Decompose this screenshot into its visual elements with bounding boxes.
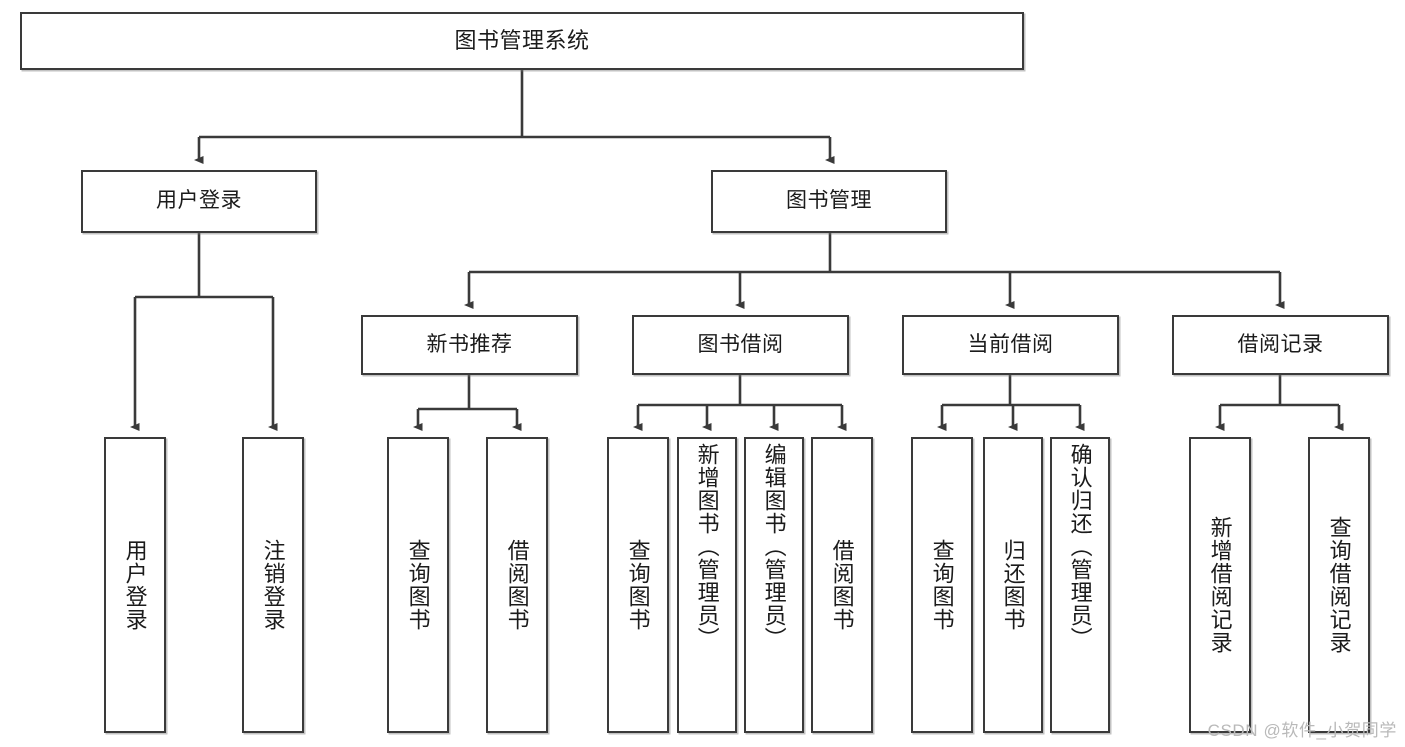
node-leaf-borrow-book-2-label: 借阅图书: [829, 539, 855, 631]
node-leaf-query-book-3[interactable]: 查询图书: [911, 437, 973, 733]
node-leaf-return-book-label: 归还图书: [1000, 539, 1026, 631]
node-leaf-return-book[interactable]: 归还图书: [983, 437, 1043, 733]
node-leaf-add-book[interactable]: 新增图书（管理员）: [677, 437, 737, 733]
node-root-label: 图书管理系统: [454, 28, 590, 54]
node-leaf-add-record-label: 新增借阅记录: [1207, 516, 1233, 654]
node-book-manage-label: 图书管理: [786, 189, 872, 213]
csdn-watermark: CSDN @软件_小贺同学: [1207, 721, 1397, 740]
node-leaf-query-book-2[interactable]: 查询图书: [607, 437, 669, 733]
node-new-book-recommend-label: 新书推荐: [426, 332, 513, 356]
node-leaf-add-book-label: 新增图书（管理员）: [694, 443, 720, 650]
node-leaf-edit-book-label: 编辑图书（管理员）: [761, 443, 787, 650]
node-leaf-borrow-book-1[interactable]: 借阅图书: [486, 437, 548, 733]
node-borrow-record-label: 借阅记录: [1237, 332, 1324, 356]
node-leaf-query-record-label: 查询借阅记录: [1326, 516, 1352, 654]
node-root[interactable]: 图书管理系统: [20, 12, 1024, 70]
node-user-login-label: 用户登录: [156, 189, 242, 213]
node-borrow-record[interactable]: 借阅记录: [1172, 315, 1389, 375]
node-leaf-user-login-label: 用户登录: [122, 539, 148, 631]
node-leaf-borrow-book-2[interactable]: 借阅图书: [811, 437, 873, 733]
node-current-borrow-label: 当前借阅: [967, 332, 1054, 356]
node-leaf-add-record[interactable]: 新增借阅记录: [1189, 437, 1251, 733]
node-book-manage[interactable]: 图书管理: [711, 170, 947, 233]
node-leaf-edit-book[interactable]: 编辑图书（管理员）: [744, 437, 804, 733]
node-leaf-borrow-book-1-label: 借阅图书: [504, 539, 530, 631]
node-leaf-confirm-return-label: 确认归还（管理员）: [1067, 443, 1093, 650]
node-leaf-confirm-return[interactable]: 确认归还（管理员）: [1050, 437, 1110, 733]
node-leaf-user-login[interactable]: 用户登录: [104, 437, 166, 733]
node-leaf-logout[interactable]: 注销登录: [242, 437, 304, 733]
node-book-borrow-label: 图书借阅: [697, 332, 784, 356]
node-new-book-recommend[interactable]: 新书推荐: [361, 315, 578, 375]
node-book-borrow[interactable]: 图书借阅: [632, 315, 849, 375]
node-current-borrow[interactable]: 当前借阅: [902, 315, 1119, 375]
node-leaf-query-book-1[interactable]: 查询图书: [387, 437, 449, 733]
node-leaf-logout-label: 注销登录: [260, 539, 286, 631]
node-leaf-query-book-2-label: 查询图书: [625, 539, 651, 631]
node-leaf-query-record[interactable]: 查询借阅记录: [1308, 437, 1370, 733]
node-leaf-query-book-3-label: 查询图书: [929, 539, 955, 631]
node-user-login[interactable]: 用户登录: [81, 170, 317, 233]
node-leaf-query-book-1-label: 查询图书: [405, 539, 431, 631]
